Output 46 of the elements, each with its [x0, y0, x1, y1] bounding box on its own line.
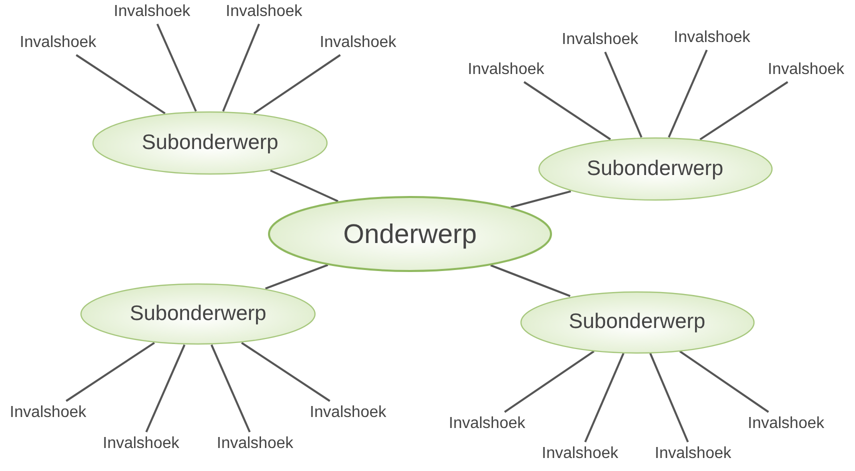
angle-label: Invalshoek — [552, 30, 648, 50]
subtopic-ellipse — [80, 283, 316, 345]
connector-line — [604, 52, 642, 138]
angle-label: Invalshoek — [93, 434, 189, 454]
angle-label: Invalshoek — [738, 414, 834, 434]
connector-line — [584, 352, 624, 442]
angle-label: Invalshoek — [645, 444, 741, 464]
angle-label: Invalshoek — [758, 60, 854, 80]
subtopic-label: Subonderwerp — [142, 131, 278, 155]
angle-label: Invalshoek — [10, 33, 106, 53]
connector-line — [241, 342, 330, 402]
angle-label: Invalshoek — [439, 414, 535, 434]
topic-label: Onderwerp — [343, 218, 477, 250]
angle-label: Invalshoek — [300, 403, 396, 423]
connector-line — [510, 190, 572, 208]
topic-ellipse — [268, 196, 552, 272]
subtopic-label: Subonderwerp — [586, 157, 724, 181]
connector-line — [265, 264, 328, 290]
connector-line — [700, 81, 788, 140]
angle-label: Invalshoek — [207, 434, 303, 454]
connector-line — [156, 24, 197, 112]
connector-line — [504, 350, 594, 413]
connector-line — [649, 352, 689, 442]
angle-label: Invalshoek — [310, 33, 406, 53]
connector-line — [524, 81, 611, 140]
angle-label: Invalshoek — [104, 2, 200, 22]
connector-line — [679, 350, 770, 413]
angle-label: Invalshoek — [532, 444, 628, 464]
subtopic-ellipse — [520, 290, 754, 354]
angle-label: Invalshoek — [664, 28, 760, 48]
connector-line — [253, 54, 341, 114]
connector-line — [76, 54, 166, 114]
connector-line — [222, 24, 260, 112]
connector-line — [210, 344, 251, 432]
connector-line — [270, 170, 338, 202]
connector-line — [490, 264, 571, 298]
angle-label: Invalshoek — [216, 2, 312, 22]
subtopic-ellipse — [538, 137, 772, 201]
angle-label: Invalshoek — [458, 60, 554, 80]
angle-label: Invalshoek — [0, 403, 96, 423]
connector-line — [145, 344, 186, 432]
subtopic-ellipse — [92, 111, 328, 175]
subtopic-label: Subonderwerp — [130, 302, 266, 326]
connector-line — [66, 342, 155, 402]
subtopic-label: Subonderwerp — [568, 310, 706, 334]
connector-line — [668, 50, 708, 138]
